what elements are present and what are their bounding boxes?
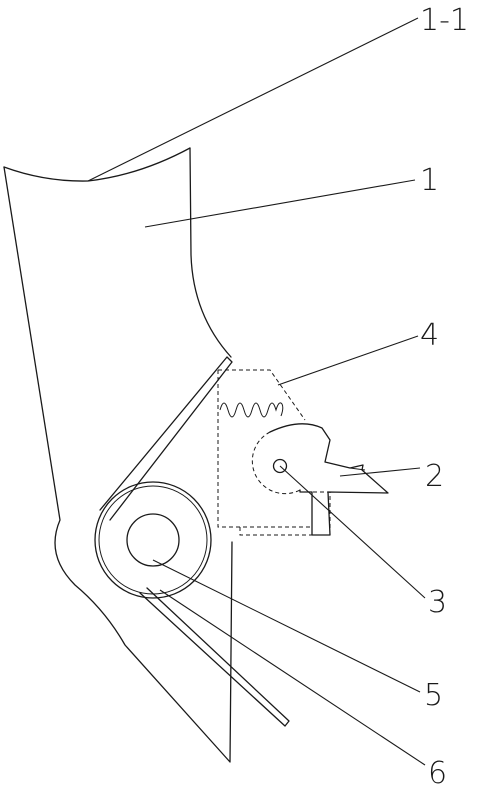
inner-shaft [126,513,180,567]
spring-coil [219,402,284,418]
label-part-6: 6 [428,756,447,791]
leader-3 [279,465,426,599]
pawl-pivot-circle [251,431,301,495]
leader-1-1 [87,17,419,182]
outer-roller-inner-rim [98,485,208,595]
label-part-4: 4 [420,318,439,353]
bracket-dashed-outline [217,370,331,536]
pawl-catch [269,423,389,536]
label-part-2: 2 [425,459,444,494]
leader-1 [144,179,416,228]
leader-6 [159,589,426,766]
tangent-rod [139,587,290,727]
pawl-tip-detail [349,467,366,471]
leader-4 [277,335,419,386]
outer-roller [94,481,212,599]
label-part-1: 1 [420,163,439,198]
label-part-3: 3 [428,585,447,620]
label-part-1-1: 1-1 [420,3,469,38]
body-right-curve [189,147,232,358]
leader-5 [152,559,421,693]
main-body-outline [3,166,233,763]
label-part-5: 5 [424,678,443,713]
bracket-dashed-top [218,369,306,421]
lever-arm-outer [99,356,233,521]
leader-2 [339,467,421,477]
pivot-pin [272,458,288,474]
